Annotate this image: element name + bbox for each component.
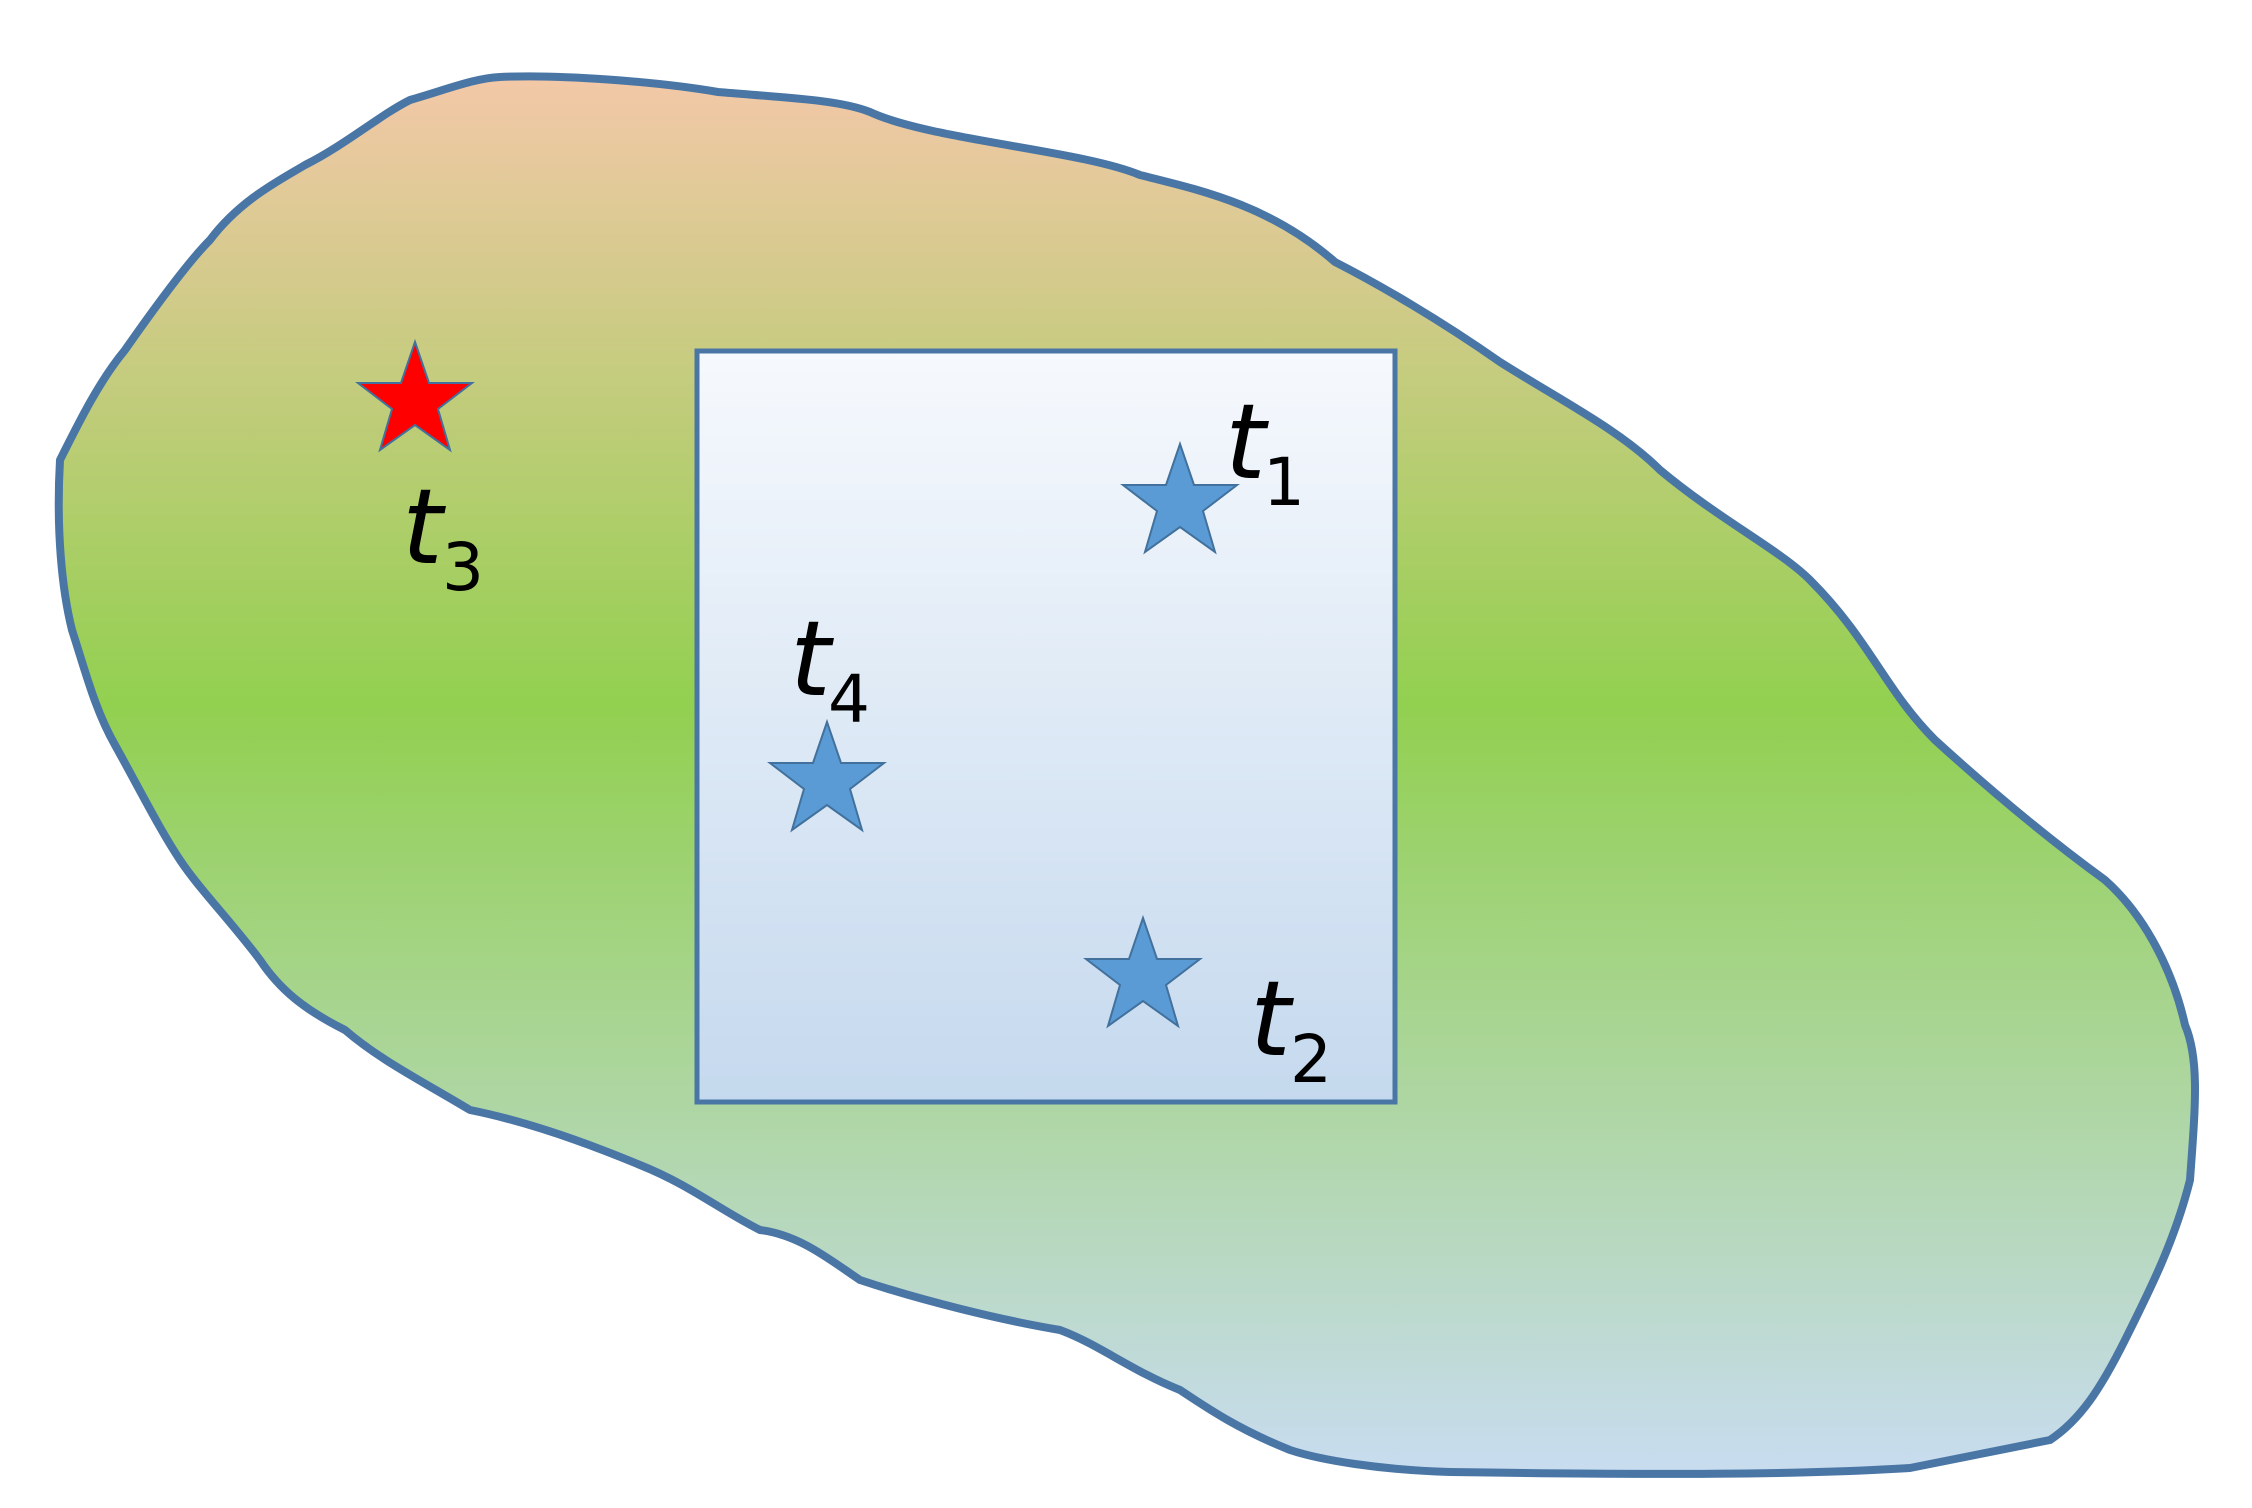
label-t4-sub: 4 bbox=[828, 661, 870, 738]
label-t1: t 1 bbox=[1225, 381, 1305, 521]
label-t4-main: t bbox=[790, 598, 834, 720]
star-icon-t1 bbox=[1120, 440, 1240, 555]
label-t1-main: t bbox=[1225, 381, 1269, 503]
star-icon-t2 bbox=[1083, 914, 1203, 1029]
label-t2-main: t bbox=[1250, 958, 1294, 1080]
star-icon-t3 bbox=[355, 338, 475, 453]
star-icon-t4 bbox=[767, 718, 887, 833]
label-t3-main: t bbox=[402, 466, 446, 588]
label-t4: t 4 bbox=[790, 598, 870, 738]
inner-box bbox=[694, 348, 1398, 1105]
label-t2: t 2 bbox=[1250, 958, 1332, 1098]
label-t3: t 3 bbox=[402, 466, 484, 606]
label-t3-sub: 3 bbox=[442, 529, 484, 606]
label-t2-sub: 2 bbox=[1290, 1021, 1332, 1098]
label-t1-sub: 1 bbox=[1263, 444, 1305, 521]
